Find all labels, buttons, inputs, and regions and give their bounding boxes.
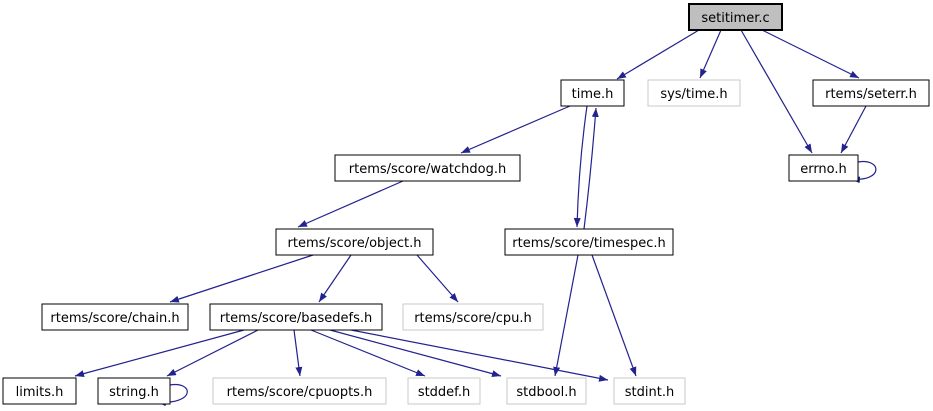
edge-basedefs-to-string — [166, 329, 259, 377]
node-rtems-seterr-h[interactable]: rtems/seterr.h — [812, 79, 930, 107]
node-label: errno.h — [800, 162, 847, 177]
node-string-h[interactable]: string.h — [97, 377, 171, 405]
node-label: sys/time.h — [660, 87, 727, 102]
edge-time-to-watchdog — [460, 105, 571, 154]
node-label: stdint.h — [625, 385, 674, 400]
node-rtems-score-cpu-h: rtems/score/cpu.h — [402, 303, 544, 331]
node-stdint-h: stdint.h — [613, 377, 686, 405]
node-label: rtems/score/chain.h — [50, 311, 179, 326]
node-label: rtems/score/timespec.h — [512, 236, 665, 251]
node-rtems-score-timespec-h[interactable]: rtems/score/timespec.h — [504, 228, 674, 256]
node-label: setitimer.c — [701, 11, 769, 26]
node-box[interactable] — [275, 228, 434, 256]
node-rtems-score-basedefs-h[interactable]: rtems/score/basedefs.h — [209, 303, 383, 331]
node-label: rtems/score/object.h — [288, 236, 422, 251]
node-box[interactable] — [209, 303, 383, 331]
node-box[interactable] — [334, 154, 521, 182]
node-label: limits.h — [16, 385, 64, 400]
edge-basedefs-to-limits — [74, 329, 245, 378]
node-box[interactable] — [2, 377, 77, 405]
edge-object-to-cpu — [416, 254, 459, 303]
edge-setitimer-to-seterr — [761, 29, 860, 79]
node-layer: setitimer.c time.h sys/time.h rtems/sete… — [2, 3, 930, 405]
node-box — [407, 377, 481, 405]
node-box[interactable] — [504, 228, 674, 256]
node-setitimer-c: setitimer.c — [688, 3, 783, 31]
edge-setitimer-to-time — [616, 29, 700, 80]
edge-time-to-timespec — [573, 105, 588, 228]
edge-basedefs-to-stddef — [310, 329, 426, 377]
node-label: rtems/score/cpuopts.h — [227, 385, 373, 400]
node-box — [613, 377, 686, 405]
edge-timespec-to-stdbool — [553, 254, 579, 377]
node-label: rtems/score/watchdog.h — [349, 162, 506, 177]
node-label: stddef.h — [418, 385, 470, 400]
node-box — [647, 79, 741, 107]
edge-timespec-to-stdint — [591, 254, 637, 377]
node-limits-h[interactable]: limits.h — [2, 377, 77, 405]
node-sys-time-h: sys/time.h — [647, 79, 741, 107]
node-box — [506, 377, 587, 405]
node-rtems-score-watchdog-h[interactable]: rtems/score/watchdog.h — [334, 154, 521, 182]
node-label: stdbool.h — [516, 385, 576, 400]
node-rtems-score-chain-h[interactable]: rtems/score/chain.h — [41, 303, 189, 331]
node-box[interactable] — [41, 303, 189, 331]
edge-seterr-to-errno — [840, 105, 867, 154]
node-label: time.h — [572, 87, 614, 102]
node-box — [212, 377, 387, 405]
edge-layer — [74, 29, 877, 407]
node-label: string.h — [109, 385, 159, 400]
node-box[interactable] — [812, 79, 930, 107]
edge-setitimer-to-sys-time — [699, 29, 722, 79]
edge-errno-self-loop — [850, 160, 877, 184]
node-stddef-h: stddef.h — [407, 377, 481, 405]
edge-timespec-to-time — [583, 107, 599, 230]
edge-basedefs-to-stdint — [350, 329, 609, 382]
node-label: rtems/score/basedefs.h — [220, 311, 373, 326]
node-label: rtems/seterr.h — [825, 87, 917, 102]
edge-watchdog-to-object — [297, 180, 404, 228]
node-box[interactable] — [560, 79, 625, 107]
edge-object-to-chain — [169, 254, 314, 303]
node-stdbool-h: stdbool.h — [506, 377, 587, 405]
node-time-h[interactable]: time.h — [560, 79, 625, 107]
node-box[interactable] — [97, 377, 171, 405]
node-label: rtems/score/cpu.h — [414, 311, 532, 326]
edge-basedefs-to-cpuopts — [293, 329, 303, 377]
node-box — [402, 303, 544, 331]
node-rtems-score-cpuopts-h: rtems/score/cpuopts.h — [212, 377, 387, 405]
edge-setitimer-to-errno — [740, 29, 813, 154]
node-errno-h[interactable]: errno.h — [788, 154, 859, 182]
edge-object-to-basedefs — [318, 254, 352, 303]
node-box[interactable] — [788, 154, 859, 182]
edge-basedefs-to-stdbool — [329, 329, 502, 378]
node-box — [688, 3, 783, 31]
node-rtems-score-object-h[interactable]: rtems/score/object.h — [275, 228, 434, 256]
